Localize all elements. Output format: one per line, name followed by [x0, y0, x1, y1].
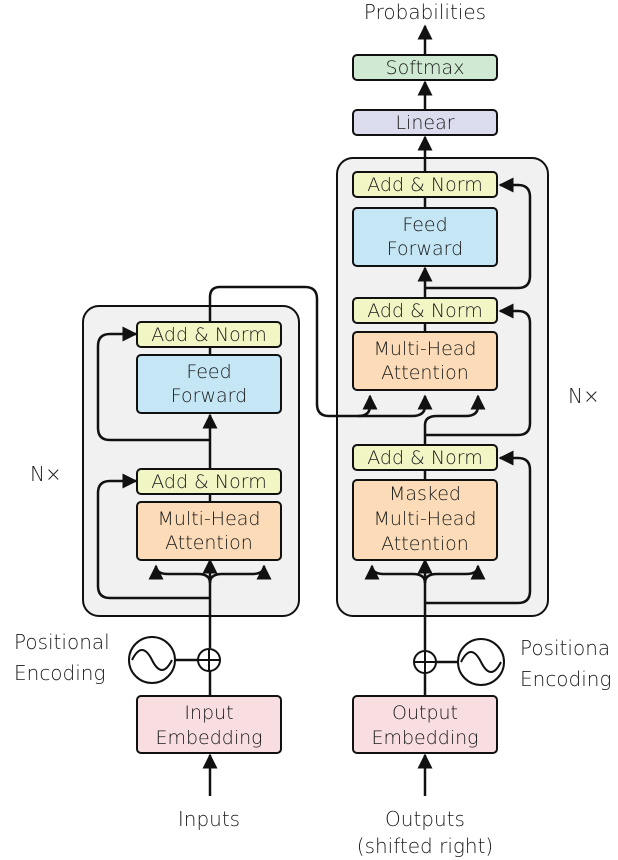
input-embedding-label-2: Embedding [155, 727, 262, 749]
decoder-pos-label-1: Positiona [520, 636, 610, 660]
encoder-fork-right [208, 564, 272, 584]
decoder-cross-attention [352, 331, 498, 391]
decoder-add-norm-3 [352, 171, 498, 198]
decoder-residual-masked [425, 450, 532, 605]
decoder-add-norm-3-label: Add & Norm [367, 174, 483, 196]
linear-box [352, 109, 498, 136]
encoder-stack [82, 305, 300, 617]
outputs-label-1: Outputs [385, 807, 465, 831]
decoder-pos-label-2: Encoding [520, 667, 611, 691]
decoder-line-add-cross [423, 394, 486, 445]
encoder-add-norm-2-label: Add & Norm [151, 324, 267, 346]
decoder-nx: N× [568, 384, 600, 408]
decoder-cross-label-2: Attention [381, 362, 469, 384]
encoder-nx: N× [30, 462, 62, 486]
decoder-ff-label-1: Feed [402, 214, 447, 236]
outputs-label-2: (shifted right) [357, 834, 493, 858]
encoder-mha-label-2: Attention [165, 532, 253, 554]
softmax-label: Softmax [386, 57, 465, 79]
output-embedding-label-1: Output [392, 702, 458, 724]
encoder-pos-label-2: Encoding [14, 661, 105, 685]
linear-label: Linear [395, 112, 454, 134]
input-embedding [136, 695, 282, 754]
encoder-to-decoder-2 [358, 394, 433, 418]
encoder-add-norm-1-label: Add & Norm [151, 471, 267, 493]
decoder-masked-label-1: Masked [389, 483, 461, 505]
decoder-add-norm-1 [352, 444, 498, 471]
decoder-fork-left [364, 564, 427, 584]
encoder-feed-forward [136, 354, 282, 414]
encoder-pos-label-1: Positional [14, 630, 110, 654]
decoder-add-norm-1-label: Add & Norm [367, 447, 483, 469]
encoder-mha [136, 501, 282, 561]
encoder-residual-attn [96, 473, 210, 600]
decoder-fork-right [423, 564, 486, 584]
encoder-add-norm-1 [136, 468, 282, 495]
output-embedding-label-2: Embedding [371, 727, 478, 749]
decoder-residual-ff [425, 177, 532, 290]
encoder-ff-label-1: Feed [186, 361, 231, 383]
encoder-add-norm-2 [136, 321, 282, 348]
probabilities-softmax [352, 54, 498, 81]
decoder-ff-label-2: Forward [387, 238, 463, 260]
decoder-masked-label-3: Attention [381, 533, 469, 555]
encoder-mha-label-1: Multi-Head [158, 508, 261, 530]
decoder-masked-attention [352, 479, 498, 561]
decoder-feed-forward [352, 207, 498, 267]
encoder-fork-left [148, 564, 212, 584]
input-embedding-label-1: Input [184, 702, 233, 724]
output-embedding [352, 695, 498, 754]
decoder-cross-label-1: Multi-Head [374, 338, 477, 360]
decoder-add-norm-2 [352, 297, 498, 324]
encoder-ff-label-2: Forward [171, 385, 247, 407]
decoder-masked-label-2: Multi-Head [374, 508, 477, 530]
decoder-residual-cross [425, 303, 532, 437]
inputs-label: Inputs [178, 807, 240, 831]
encoder-residual-ff [96, 326, 210, 442]
decoder-add-norm-2-label: Add & Norm [367, 300, 483, 322]
probabilities-label: Probabilities [364, 0, 486, 24]
